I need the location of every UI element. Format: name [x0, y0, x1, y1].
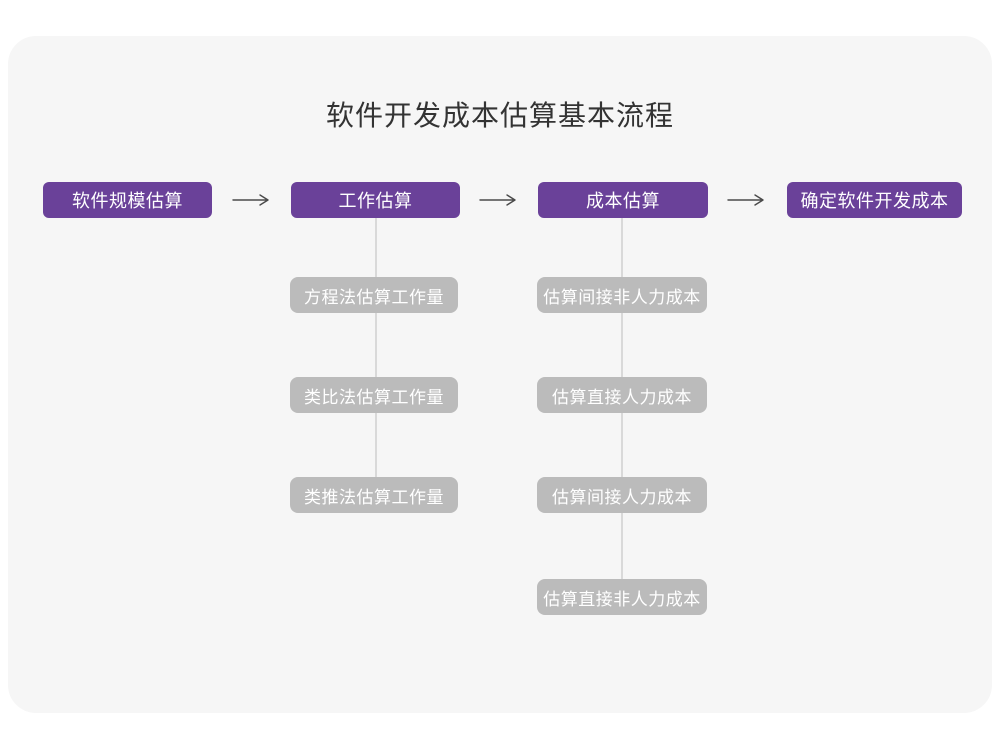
- flow-arrow-icon: [479, 193, 519, 207]
- substep-box-analogy-method: 类比法估算工作量: [290, 377, 458, 413]
- stage-box-effort-estimation: 工作估算: [291, 182, 460, 218]
- diagram-card: 软件开发成本估算基本流程 软件规模估算 工作估算 成本估算 确定软件开发成本 方…: [8, 36, 992, 713]
- flow-arrow-icon: [232, 193, 272, 207]
- stage-box-final-cost: 确定软件开发成本: [787, 182, 962, 218]
- substep-box-indirect-labor-cost: 估算间接人力成本: [537, 477, 707, 513]
- substep-box-equation-method: 方程法估算工作量: [290, 277, 458, 313]
- substep-box-direct-labor-cost: 估算直接人力成本: [537, 377, 707, 413]
- substep-box-indirect-non-labor-cost: 估算间接非人力成本: [537, 277, 707, 313]
- substep-box-extrapolation-method: 类推法估算工作量: [290, 477, 458, 513]
- diagram-title: 软件开发成本估算基本流程: [325, 100, 674, 131]
- flow-arrow-icon: [727, 193, 767, 207]
- substep-box-direct-non-labor-cost: 估算直接非人力成本: [537, 579, 707, 615]
- stage-box-scale-estimation: 软件规模估算: [43, 182, 212, 218]
- stage-box-cost-estimation: 成本估算: [538, 182, 708, 218]
- connector-line-effort: [375, 218, 377, 478]
